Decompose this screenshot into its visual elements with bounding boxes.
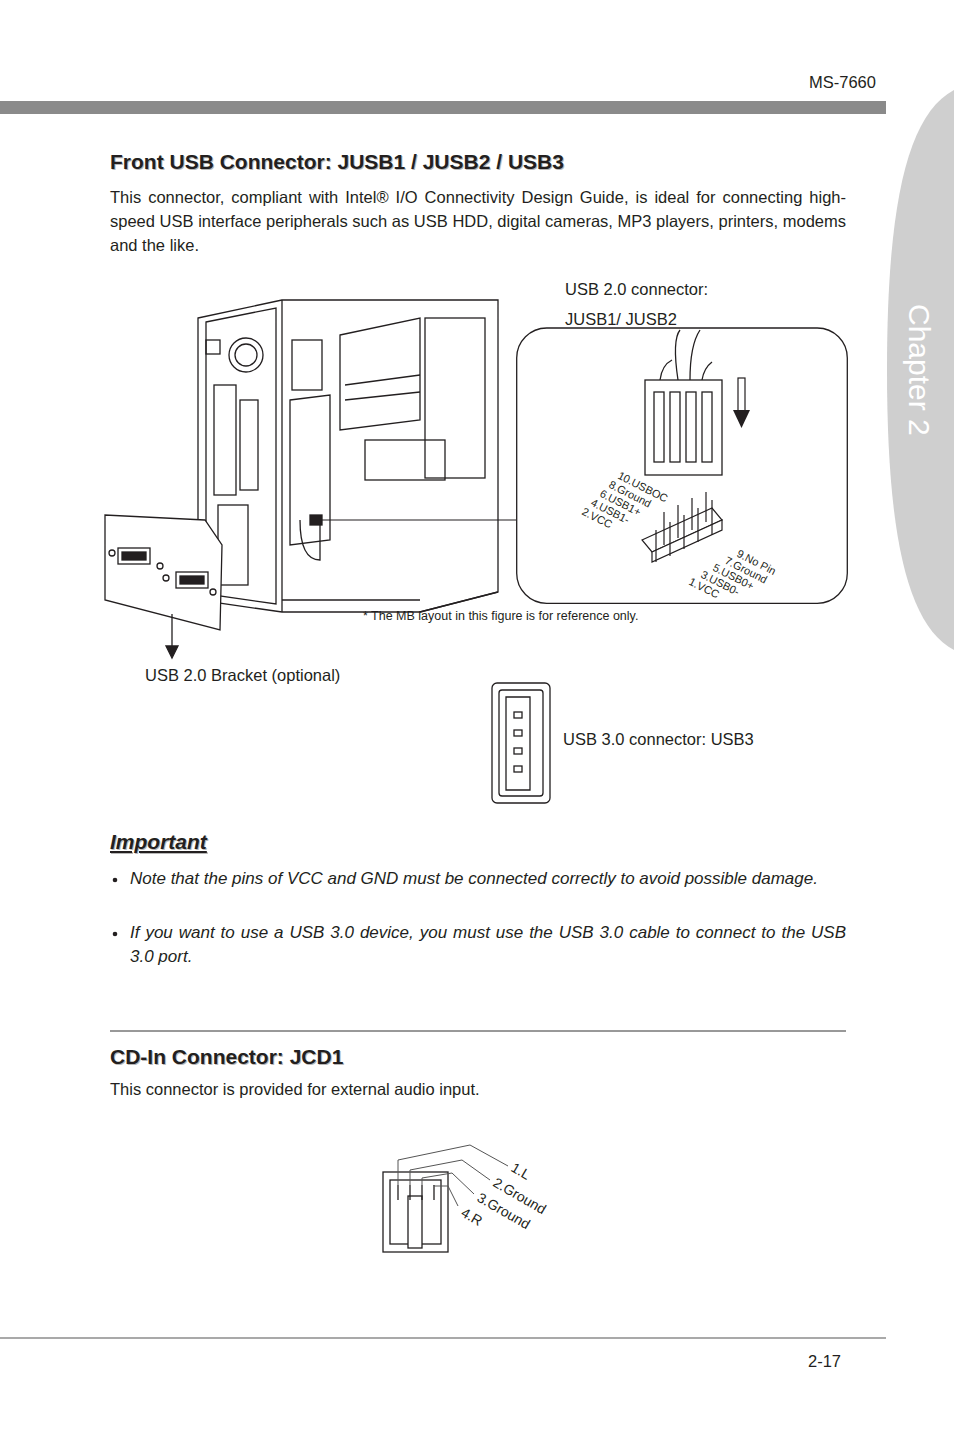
usb-plug [645, 330, 722, 475]
usb3-connector [492, 683, 550, 803]
pc-case [198, 300, 498, 612]
usb-bracket [105, 515, 222, 630]
connector-callout: USB 2.0 connector: JUSB1/ JUSB210.USBOC8… [516, 270, 848, 604]
text-label: CD-In Connector: JCD1 [110, 1045, 343, 1069]
callout-leader [322, 519, 516, 520]
text-label: 1.L [509, 1160, 533, 1182]
section-rule [110, 1031, 846, 1032]
text-label: Chapter 2 [902, 304, 936, 434]
text-label: 4.R [459, 1205, 485, 1228]
text-label: Note that the pins of VCC and GND must b… [130, 867, 846, 891]
text-label: 2-17 [808, 1349, 841, 1373]
cd-connector [383, 1172, 448, 1252]
text-label: Important [110, 830, 207, 854]
text-label: USB 2.0 connector: JUSB1/ JUSB2 [565, 274, 755, 334]
header-bar [0, 101, 886, 114]
section-heading: Front USB Connector: JUSB1 / JUSB2 / USB… [110, 150, 564, 174]
chapter-tab: Chapter 2 [886, 90, 954, 650]
header-pins [642, 492, 722, 562]
text-label: This connector, compliant with Intel® I/… [110, 185, 846, 257]
text-label: This connector is provided for external … [110, 1077, 480, 1101]
text-label: USB 3.0 connector: USB3 [563, 727, 754, 751]
bracket-arrow [166, 614, 178, 658]
text-label: USB 2.0 Bracket (optional) [145, 663, 340, 687]
footer-rule [0, 1337, 886, 1338]
bullet-dot [113, 878, 118, 883]
text-label: MS-7660 [809, 70, 876, 94]
bullet-dot [113, 932, 118, 937]
insert-arrow [733, 378, 750, 428]
text-label: If you want to use a USB 3.0 device, you… [130, 921, 846, 969]
text-label: * The MB layout in this figure is for re… [363, 609, 638, 623]
